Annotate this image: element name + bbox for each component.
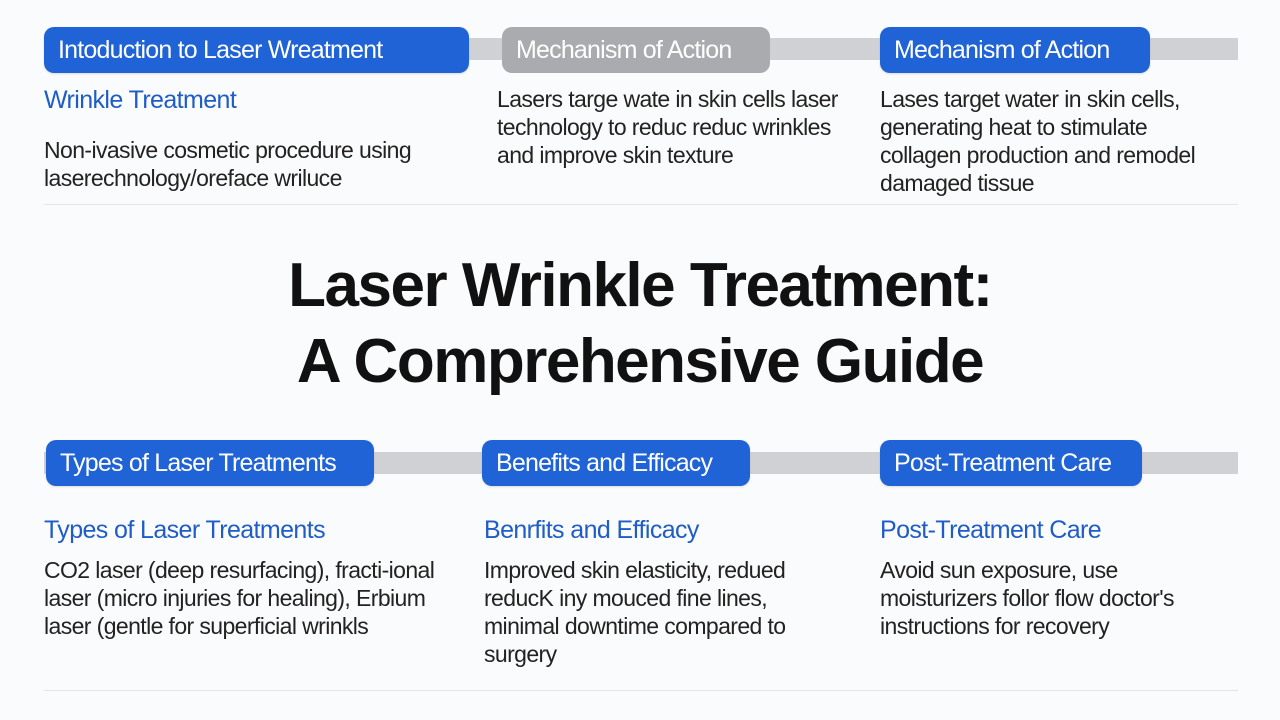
top-divider [44, 204, 1238, 205]
pill-mechanism-of-action-muted[interactable]: Mechanism of Action [502, 27, 770, 73]
pill-benefits-and-efficacy[interactable]: Benefits and Efficacy [482, 440, 750, 486]
mechanism-description-draft: Lasers targe wate in skin cells laser te… [497, 86, 838, 168]
page-title-line-1: Laser Wrinkle Treatment: [288, 251, 993, 320]
benefits-description: Improved skin elasticity, redued reducK … [484, 557, 786, 667]
post-treatment-description: Avoid sun exposure, use moisturizers fol… [880, 557, 1175, 639]
pill-post-treatment-care[interactable]: Post-Treatment Care [880, 440, 1142, 486]
bottom-divider [44, 690, 1238, 691]
subheading-wrinkle-treatment: Wrinkle Treatment [44, 86, 237, 114]
mechanism-description: Lases target water in skin cells, genera… [880, 86, 1196, 196]
intro-description: Non-ivasive cosmetic procedure using las… [44, 137, 412, 191]
page-title: Laser Wrinkle Treatment: A Comprehensive… [0, 248, 1280, 400]
page-title-line-2: A Comprehensive Guide [296, 327, 985, 396]
pill-introduction[interactable]: Intoduction to Laser Wreatment [44, 27, 469, 73]
pill-mechanism-of-action[interactable]: Mechanism of Action [880, 27, 1150, 73]
subheading-benefits-and-efficacy: Benrfits and Efficacy [484, 516, 699, 544]
subheading-types-of-laser-treatments: Types of Laser Treatments [44, 516, 326, 544]
subheading-post-treatment-care: Post-Treatment Care [880, 516, 1102, 544]
types-description: CO2 laser (deep resurfacing), fracti-ion… [44, 557, 435, 639]
pill-types-of-laser-treatments[interactable]: Types of Laser Treatments [46, 440, 374, 486]
